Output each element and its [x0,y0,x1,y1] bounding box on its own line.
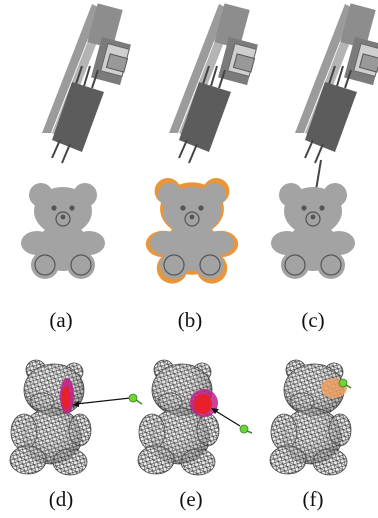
teddy-bear-outlined-icon [145,178,239,284]
teddy-bear-icon [271,183,355,279]
mesh-bear-icon [269,359,352,476]
mesh-bear-icon [137,359,220,476]
probe-marker-icon [338,378,348,388]
robot-arm-icon [294,2,378,204]
caption-a: (a) [49,308,73,332]
panel-b [145,2,259,284]
panel-c [271,2,378,279]
robot-arm-icon [41,2,132,165]
mesh-bear-icon [9,359,92,476]
panel-d [9,359,143,476]
probe-marker-icon [239,424,249,434]
panel-a [21,2,132,279]
caption-d: (d) [48,487,74,511]
panel-e [137,359,253,476]
contact-region-icon [60,378,74,414]
caption-b: (b) [177,308,203,332]
caption-c: (c) [301,308,325,332]
push-arrow-icon [213,409,241,427]
probe-marker-icon [128,393,138,403]
caption-f: (f) [302,487,324,511]
robot-arm-icon [168,2,259,165]
teddy-bear-icon [21,183,105,279]
contact-region-icon [190,389,218,417]
push-arrow-icon [75,397,131,405]
caption-e: (e) [179,487,203,511]
panel-f [269,359,352,476]
